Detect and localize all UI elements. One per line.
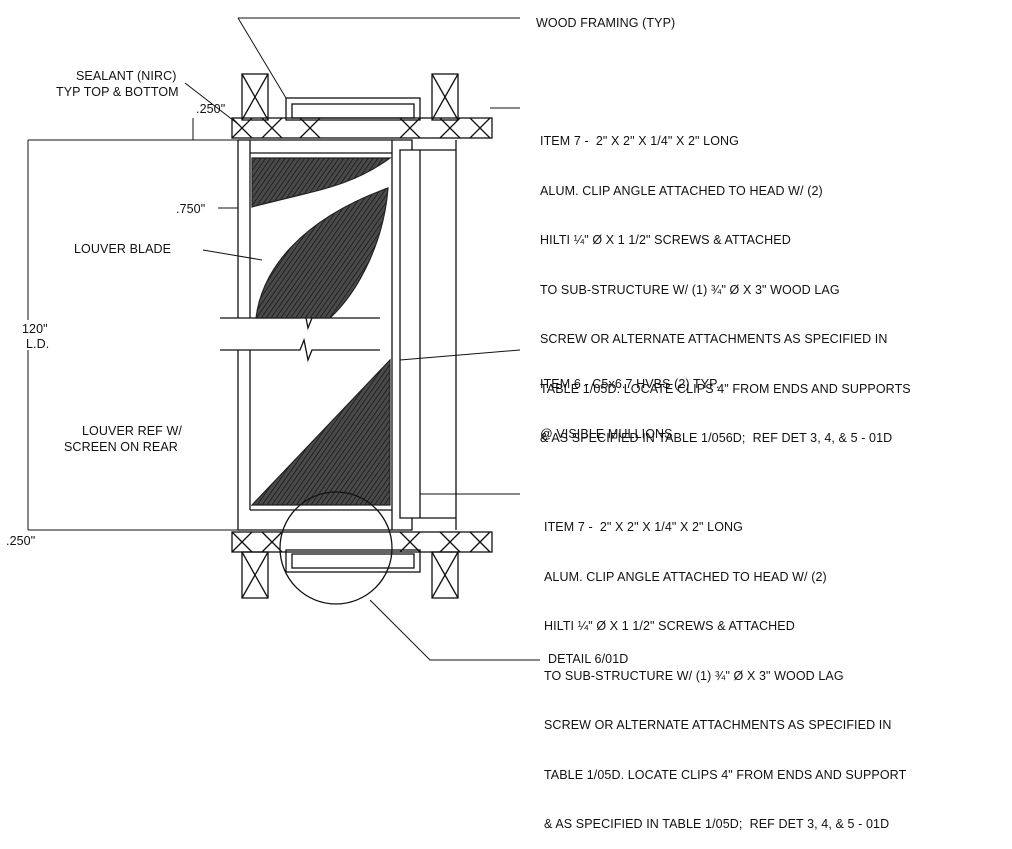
louver-ref-label-line1: LOUVER REF W/ xyxy=(82,424,182,438)
head-clip-note-line: ALUM. CLIP ANGLE ATTACHED TO HEAD W/ (2) xyxy=(540,183,823,198)
sill-clip-note-line: TABLE 1/05D. LOCATE CLIPS 4" FROM ENDS A… xyxy=(544,767,907,782)
sill-clip-note-line: & AS SPECIFIED IN TABLE 1/05D; REF DET 3… xyxy=(544,817,890,831)
sill-clip-note-line: SCREW OR ALTERNATE ATTACHMENTS AS SPECIF… xyxy=(544,718,892,732)
sill-wood-plate xyxy=(231,531,493,573)
wood-framing-label: WOOD FRAMING (TYP) xyxy=(536,16,676,30)
mullion-c-channel xyxy=(391,139,457,531)
top-offset-dimension: .250" xyxy=(196,102,226,116)
sealant-label-line1: SEALANT (NIRC) xyxy=(76,69,177,83)
head-wood-stud-right xyxy=(431,73,459,121)
head-clip-note: ITEM 7 - 2" X 2" X 1/4" X 2" LONG ALUM. … xyxy=(540,100,911,463)
louver-blade-upper xyxy=(251,157,392,208)
sealant-label-line2: TYP TOP & BOTTOM xyxy=(56,85,179,99)
mullion-note-line: @ VISIBLE MULLIONS xyxy=(540,426,673,441)
head-clip-note-line: HILTI ¼" Ø X 1 1/2" SCREWS & ATTACHED xyxy=(540,233,791,247)
head-wood-plate xyxy=(231,97,493,139)
sill-wood-stud-right xyxy=(431,551,459,599)
head-clip-note-line: TABLE 1/05D. LOCATE CLIPS 4" FROM ENDS A… xyxy=(540,381,911,396)
louver-frame xyxy=(237,139,392,531)
sill-wood-stud-left xyxy=(241,551,269,599)
overall-height-unit: L.D. xyxy=(26,337,50,351)
sill-clip-note-line: ITEM 7 - 2" X 2" X 1/4" X 2" LONG xyxy=(544,520,743,534)
louver-blade-lower xyxy=(255,187,389,319)
blade-offset-dimension: .750" xyxy=(176,202,206,216)
detail-reference-label: DETAIL 6/01D xyxy=(548,652,629,666)
louver-ref-label-line2: SCREEN ON REAR xyxy=(64,440,178,454)
head-wood-stud-left xyxy=(241,73,269,121)
sill-clip-note-line: ALUM. CLIP ANGLE ATTACHED TO HEAD W/ (2) xyxy=(544,569,827,584)
louver-blade-label: LOUVER BLADE xyxy=(74,242,172,256)
sill-clip-note: ITEM 7 - 2" X 2" X 1/4" X 2" LONG ALUM. … xyxy=(544,486,906,849)
head-clip-note-line: SCREW OR ALTERNATE ATTACHMENTS AS SPECIF… xyxy=(540,332,888,346)
head-clip-note-line: & AS SPECIFIED IN TABLE 1/056D; REF DET … xyxy=(540,431,893,445)
detail-callout-circle xyxy=(279,491,393,605)
mullion-note: ITEM 6 - C5x6.7 HVBS (2) TYP. @ VISIBLE … xyxy=(540,343,720,459)
head-clip-note-line: TO SUB-STRUCTURE W/ (1) ¾" Ø X 3" WOOD L… xyxy=(540,282,840,297)
head-clip-note-line: ITEM 7 - 2" X 2" X 1/4" X 2" LONG xyxy=(540,134,739,148)
dimension-lines xyxy=(27,118,238,531)
bottom-offset-dimension: .250" xyxy=(6,534,36,548)
sill-clip-note-line: HILTI ¼" Ø X 1 1/2" SCREWS & ATTACHED xyxy=(544,619,795,633)
mullion-note-line: ITEM 6 - C5x6.7 HVBS (2) TYP. xyxy=(540,377,720,391)
louver-blade-bottom xyxy=(250,358,391,506)
louver-section-drawing xyxy=(27,17,540,661)
leader-lines xyxy=(184,17,540,661)
overall-height-dimension: 120" xyxy=(22,322,48,336)
